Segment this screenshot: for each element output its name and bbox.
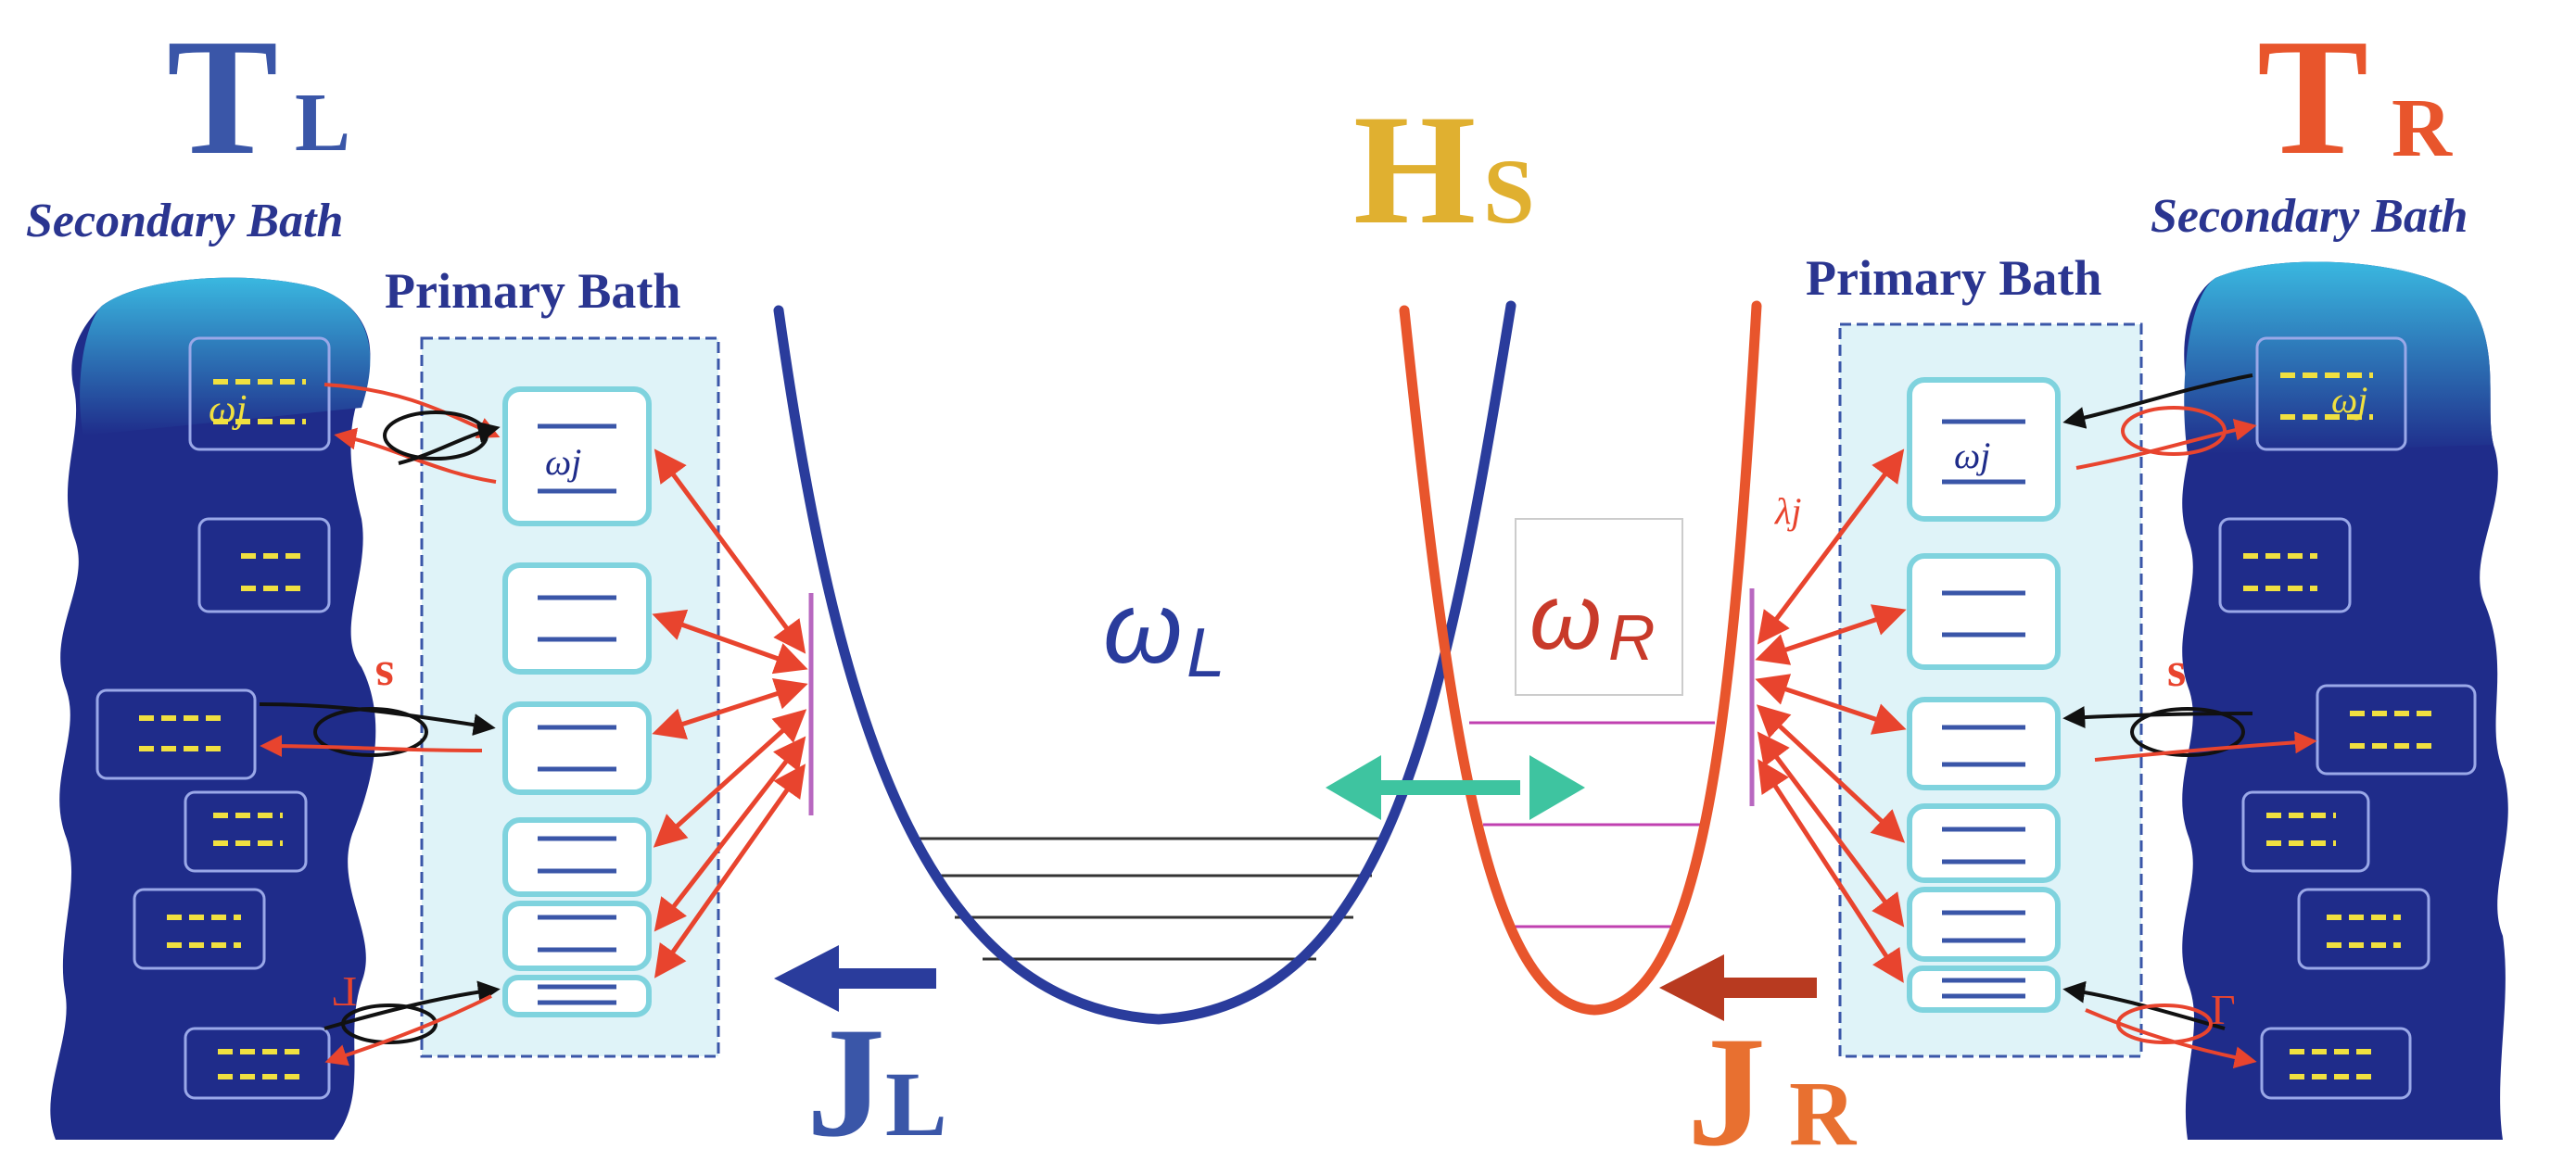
right-energy-levels bbox=[1469, 721, 1715, 928]
left-coupling-arrows bbox=[652, 448, 808, 978]
right-frequency-box bbox=[1515, 518, 1683, 696]
left-temperature-sub: L bbox=[295, 77, 350, 169]
left-s-label: s bbox=[375, 651, 394, 704]
right-secondary-bath bbox=[2182, 261, 2508, 1141]
right-gamma-label: Γ bbox=[2211, 986, 2236, 1033]
right-secondary-mode-label: ωj bbox=[2331, 379, 2367, 421]
left-temperature-main: T bbox=[167, 5, 278, 189]
left-primary-bath-label: Primary Bath bbox=[385, 263, 680, 319]
left-primary-modes bbox=[502, 386, 652, 1017]
right-temperature-sub: R bbox=[2392, 82, 2453, 174]
left-loop-arrows bbox=[259, 383, 501, 1067]
left-secondary-bath bbox=[50, 277, 376, 1140]
right-primary-bath-label: Primary Bath bbox=[1806, 250, 2101, 306]
right-mode-label: ωj bbox=[1954, 435, 1990, 476]
right-secondary-bath-label: Secondary Bath bbox=[2151, 190, 2468, 243]
coupling-lambda: λj bbox=[1774, 490, 1801, 532]
right-frequency-main: ω bbox=[1529, 565, 1602, 669]
system-hamiltonian-sub: S bbox=[1483, 140, 1535, 243]
system-exchange-arrow bbox=[1326, 755, 1585, 820]
left-current-arrow bbox=[774, 945, 936, 1012]
left-secondary-bath-label: Secondary Bath bbox=[26, 195, 343, 247]
left-gamma-label: Γ bbox=[332, 968, 357, 1016]
left-current-sub: L bbox=[885, 1053, 947, 1155]
left-frequency-sub: L bbox=[1186, 613, 1225, 691]
system-hamiltonian-main: H bbox=[1353, 82, 1476, 257]
right-frequency-sub: R bbox=[1608, 601, 1656, 674]
right-current-sub: R bbox=[1789, 1062, 1858, 1165]
left-mode-label: ωj bbox=[545, 441, 581, 483]
right-temperature-main: T bbox=[2257, 5, 2368, 189]
left-energy-levels bbox=[913, 837, 1386, 961]
left-frequency-main: ω bbox=[1103, 571, 1183, 685]
right-current-main: J bbox=[1687, 1004, 1766, 1174]
right-potential-well bbox=[1399, 300, 1762, 1016]
left-current-main: J bbox=[806, 995, 885, 1169]
right-loop-arrows bbox=[2062, 373, 2317, 1069]
right-current-arrow bbox=[1659, 954, 1817, 1021]
left-secondary-mode-label: ωj bbox=[209, 388, 247, 431]
right-coupling-arrows bbox=[1755, 448, 1907, 983]
right-s-label: s bbox=[2167, 644, 2186, 697]
